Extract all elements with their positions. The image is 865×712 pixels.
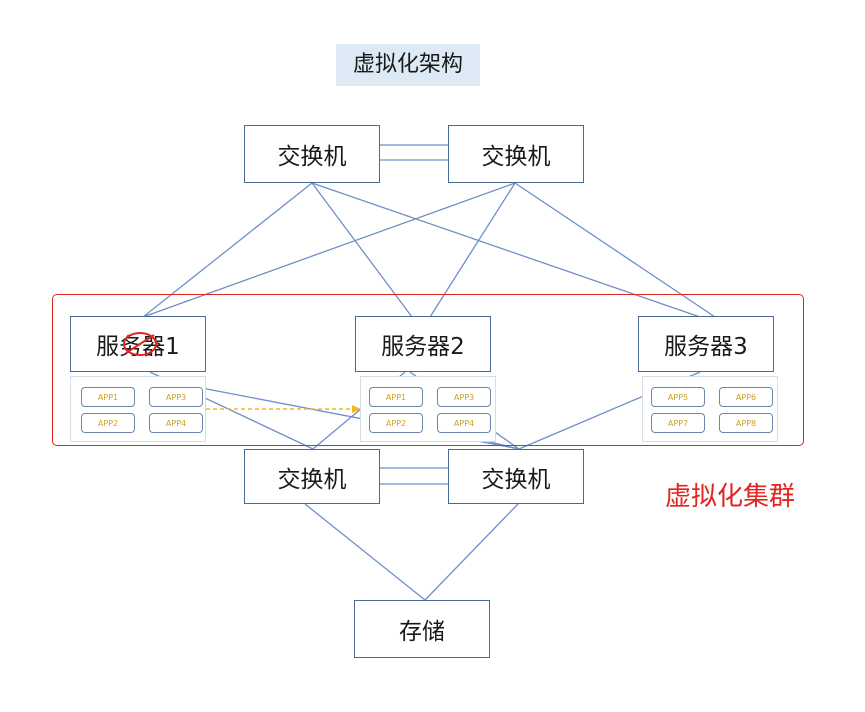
app-box: APP4 <box>149 413 203 433</box>
app-box: APP1 <box>369 387 423 407</box>
app-box: APP2 <box>369 413 423 433</box>
server-2-apps: APP1 APP3 APP2 APP4 <box>360 376 496 442</box>
server-failure-mark <box>123 332 157 356</box>
app-box: APP6 <box>719 387 773 407</box>
server-1-apps: APP1 APP3 APP2 APP4 <box>70 376 206 442</box>
app-box: APP7 <box>651 413 705 433</box>
migration-arrow <box>206 405 361 413</box>
storage-node: 存储 <box>354 600 490 658</box>
server-1: 服务器1 <box>70 316 206 372</box>
app-box: APP1 <box>81 387 135 407</box>
cluster-label: 虚拟化集群 <box>665 482 796 512</box>
top-switch-2: 交换机 <box>448 125 584 183</box>
app-box: APP3 <box>149 387 203 407</box>
diagram-title: 虚拟化架构 <box>336 44 480 86</box>
virtualization-cluster-box <box>52 294 804 446</box>
app-box: APP4 <box>437 413 491 433</box>
server-3-apps: APP5 APP6 APP7 APP8 <box>642 376 778 442</box>
server-2: 服务器2 <box>355 316 491 372</box>
top-switch-1: 交换机 <box>244 125 380 183</box>
app-box: APP2 <box>81 413 135 433</box>
bottom-switch-2: 交换机 <box>448 449 584 504</box>
app-box: APP8 <box>719 413 773 433</box>
bottom-switch-1: 交换机 <box>244 449 380 504</box>
app-box: APP5 <box>651 387 705 407</box>
app-box: APP3 <box>437 387 491 407</box>
server-3: 服务器3 <box>638 316 774 372</box>
